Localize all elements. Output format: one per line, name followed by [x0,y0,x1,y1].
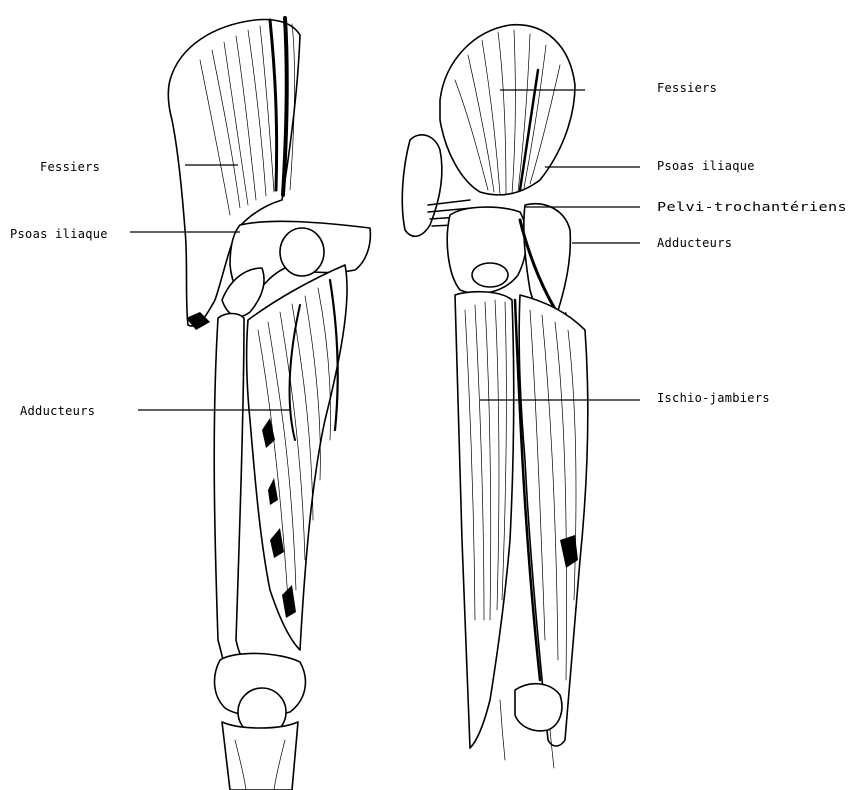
labels: Fessiers Psoas iliaque Adducteurs Fessie… [10,81,847,418]
right-thigh-figure [402,25,587,768]
label-right-adducteurs: Adducteurs [657,236,732,250]
right-ischial-tuberosity [472,263,508,287]
right-sacrum [402,135,442,237]
right-gluteal-fan [440,25,575,195]
label-right-fessiers: Fessiers [657,81,717,95]
label-left-fessiers: Fessiers [40,160,100,174]
right-knee [515,684,562,731]
left-femur-neck [222,268,264,316]
label-left-psoas: Psoas iliaque [10,227,108,241]
right-hamstring-lateral [519,295,587,746]
left-tibia [222,722,298,790]
left-obturator [280,228,324,276]
label-right-ischio: Ischio-jambiers [657,391,770,405]
label-left-adducteurs: Adducteurs [20,404,95,418]
label-right-pelvi: Pelvi-trochantériens [657,200,847,214]
label-right-psoas: Psoas iliaque [657,159,755,173]
left-thigh-figure [168,18,370,790]
